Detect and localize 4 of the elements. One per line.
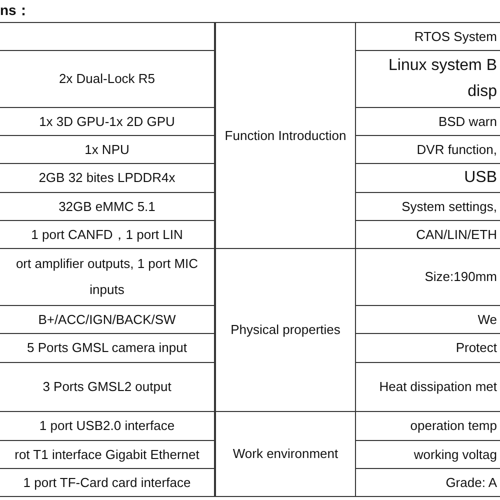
table-cell: Function Introduction [215,22,356,249]
table-cell: 1 port TF-Card card interface [0,468,215,497]
table-cell: Work environment [215,411,356,497]
section-heading: ns： [0,1,30,20]
